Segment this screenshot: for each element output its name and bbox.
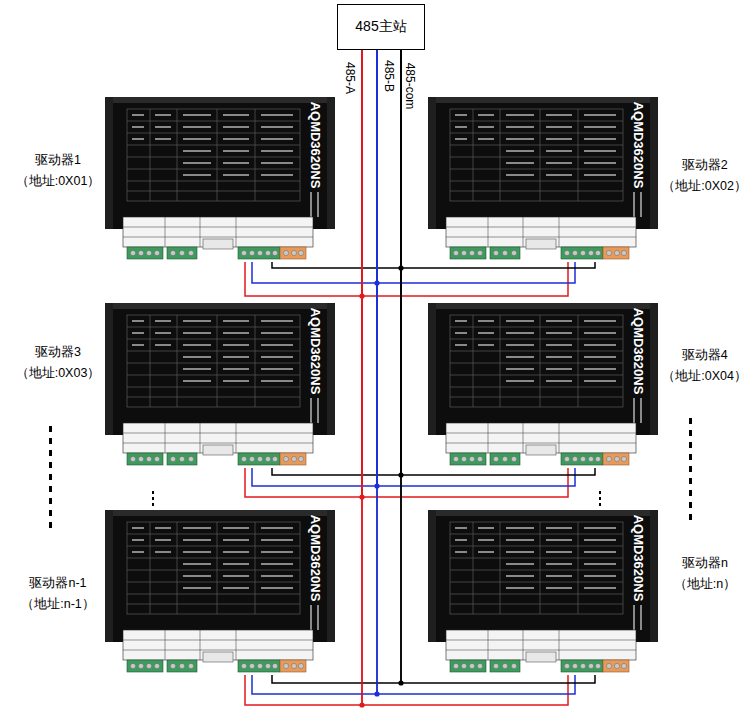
driver-name: 驱动器2 — [662, 155, 747, 176]
driver-heading: 驱动器3（地址:0X03） — [16, 342, 101, 385]
driver-name: 驱动器n — [674, 553, 736, 574]
bus-wire — [362, 50, 568, 296]
bus-wire — [245, 50, 362, 296]
driver-unit: 驱动器n-1（地址:n-1）AQMD3620NS — [105, 510, 335, 675]
driver-unit: 驱动器3（地址:0X03）AQMD3620NS — [105, 303, 335, 468]
driver-heading: 驱动器n（地址:n） — [674, 553, 736, 596]
bus-signal-name: 485-B — [382, 60, 396, 92]
driver-unit: 驱动器2（地址:0X02）AQMD3620NS — [428, 97, 658, 262]
driver-unit: 驱动器1（地址:0X01）AQMD3620NS — [105, 97, 335, 262]
address-label: （地址:0X02） — [662, 176, 747, 197]
address-label: （地址:0X03） — [16, 363, 101, 384]
driver-name: 驱动器1 — [16, 150, 101, 171]
driver-heading: 驱动器n-1（地址:n-1） — [21, 573, 95, 616]
bus-wire — [272, 50, 401, 475]
bus-wire — [252, 50, 377, 694]
bus-wire — [377, 50, 575, 283]
master-station-box: 485主站 — [337, 4, 425, 50]
bus-wire — [377, 50, 575, 694]
model-name: AQMD3620NS — [631, 308, 646, 395]
address-label: （地址:n） — [674, 574, 736, 595]
model-name: AQMD3620NS — [631, 102, 646, 189]
address-label: （地址:0X01） — [16, 171, 101, 192]
model-name: AQMD3620NS — [308, 308, 323, 395]
bus-wire — [245, 50, 362, 497]
driver-heading: 驱动器4（地址:0X04） — [662, 345, 747, 388]
driver-name: 驱动器3 — [16, 342, 101, 363]
driver-heading: 驱动器2（地址:0X02） — [662, 155, 747, 198]
model-name: AQMD3620NS — [308, 102, 323, 189]
address-label: （地址:0X04） — [662, 366, 747, 387]
bus-wire — [401, 50, 595, 268]
driver-unit: 驱动器4（地址:0X04）AQMD3620NS — [428, 303, 658, 468]
bus-wire — [401, 50, 595, 683]
bus-wire — [272, 50, 401, 268]
bus-wire — [245, 50, 362, 705]
bus-wire — [272, 50, 401, 683]
station-name: 485主站 — [355, 18, 406, 36]
address-label: （地址:n-1） — [21, 594, 95, 615]
bus-signal-name: 485-com — [403, 63, 417, 110]
driver-heading: 驱动器1（地址:0X01） — [16, 150, 101, 193]
driver-name: 驱动器4 — [662, 345, 747, 366]
driver-name: 驱动器n-1 — [21, 573, 95, 594]
model-name: AQMD3620NS — [631, 515, 646, 602]
bus-wire — [377, 50, 575, 486]
driver-unit: 驱动器n（地址:n）AQMD3620NS — [428, 510, 658, 675]
bus-wire — [252, 50, 377, 283]
bus-wire — [362, 50, 568, 497]
bus-signal-name: 485-A — [343, 62, 357, 94]
bus-wire — [362, 50, 568, 705]
model-name: AQMD3620NS — [308, 515, 323, 602]
bus-wire — [252, 50, 377, 486]
bus-wire — [401, 50, 595, 475]
